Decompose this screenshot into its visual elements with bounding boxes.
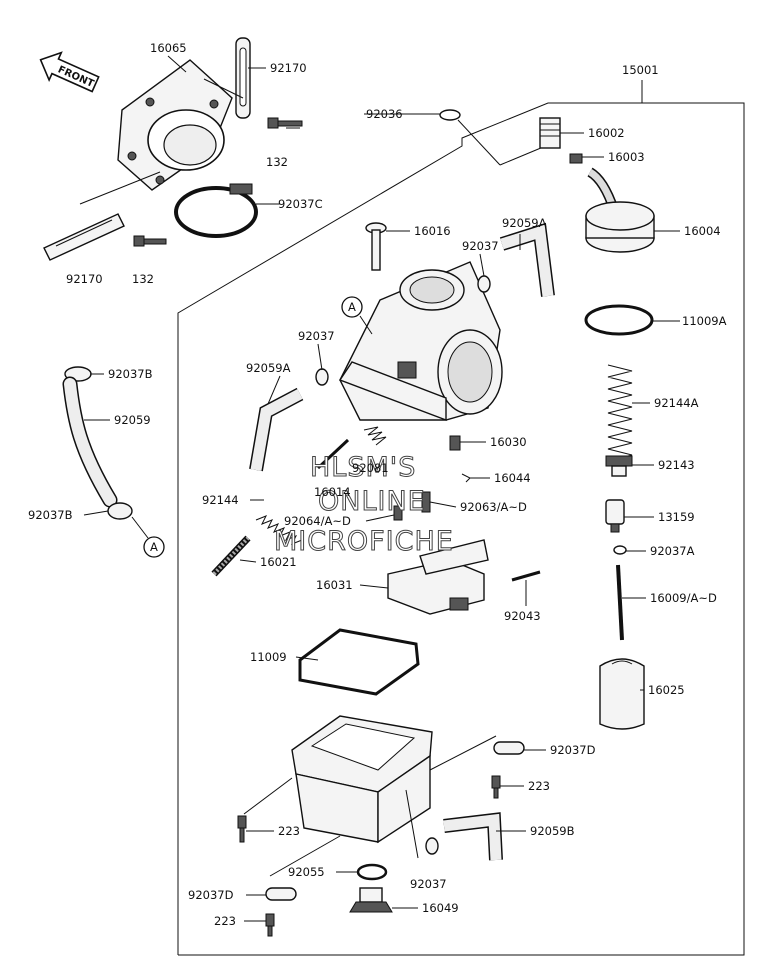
- callout-92037C: 92037C: [278, 197, 323, 211]
- callout-92143: 92143: [658, 458, 695, 472]
- spring-92144: [255, 515, 303, 545]
- connector-mark-A-carb: A: [348, 300, 356, 314]
- callout-16049: 16049: [422, 901, 459, 915]
- pin-16014: [316, 438, 350, 470]
- holder-plate-92170-bottom: [43, 213, 125, 261]
- spring-92081: [363, 426, 387, 446]
- callout-16031: 16031: [316, 578, 353, 592]
- watermark-line-2: ONLINE: [318, 486, 426, 517]
- gasket-11009A: [584, 304, 654, 336]
- callout-92037-mid: 92037: [298, 329, 335, 343]
- callout-16003: 16003: [608, 150, 645, 164]
- air-screw-16016: [365, 222, 387, 271]
- cap-16004: [585, 167, 655, 253]
- needle-jet-13159: [605, 499, 625, 533]
- callout-223-right: 223: [528, 779, 550, 793]
- callout-11009A: 11009A: [682, 314, 727, 328]
- screw-223-left: [237, 815, 247, 843]
- clip-92037-bottom: [425, 837, 439, 855]
- o-ring-92055: [356, 863, 388, 881]
- carburetor-body: [338, 261, 503, 422]
- callout-92059A-top: 92059A: [502, 216, 547, 230]
- screw-16021: [211, 535, 251, 577]
- clip-16044: [461, 473, 471, 483]
- bolt-132-bottom: [133, 235, 167, 247]
- callout-92144A: 92144A: [654, 396, 699, 410]
- callout-132-bottom: 132: [132, 272, 154, 286]
- callout-92037B-top: 92037B: [108, 367, 153, 381]
- callout-16009: 16009/A~D: [650, 591, 717, 605]
- clip-92036: [439, 109, 461, 121]
- pin-92043: [511, 570, 541, 582]
- assembly-frame: [177, 102, 745, 956]
- clip-92037-top: [477, 275, 491, 293]
- watermark-line-3: MICROFICHE: [274, 526, 454, 557]
- plug-92143: [605, 455, 633, 477]
- callout-16004: 16004: [684, 224, 721, 238]
- adjuster-16002: [539, 117, 561, 149]
- bracket-92037D-right: [493, 741, 525, 755]
- callout-13159: 13159: [658, 510, 695, 524]
- float-16031: [387, 539, 489, 615]
- callout-16065: 16065: [150, 41, 187, 55]
- callout-92037-bottom: 92037: [410, 877, 447, 891]
- bolt-132-top: [267, 117, 303, 129]
- watermark-line-1: HLSM'S: [310, 452, 416, 483]
- callout-92064: 92064/A~D: [284, 514, 351, 528]
- callout-92055: 92055: [288, 865, 325, 879]
- leader-lines: [83, 55, 680, 922]
- needle-16009: [616, 564, 624, 641]
- callout-92063: 92063/A~D: [460, 500, 527, 514]
- carburetor-holder-16065: [117, 59, 233, 191]
- callout-92037-top: 92037: [462, 239, 499, 253]
- clamp-92037B-bottom: [107, 502, 133, 520]
- jet-92064: [393, 505, 403, 521]
- holder-plate-92170-top: [235, 37, 251, 119]
- callout-16025: 16025: [648, 683, 685, 697]
- callout-92059B: 92059B: [530, 824, 575, 838]
- nut-16003: [569, 153, 583, 164]
- callout-92036: 92036: [366, 107, 403, 121]
- callout-92059A-left: 92059A: [246, 361, 291, 375]
- callout-92170-top: 92170: [270, 61, 307, 75]
- callout-92037D-right: 92037D: [550, 743, 596, 757]
- screw-223-right: [491, 775, 501, 799]
- callout-132-top: 132: [266, 155, 288, 169]
- callout-223-left: 223: [278, 824, 300, 838]
- callout-92037B-bottom: 92037B: [28, 508, 73, 522]
- callout-92170-bottom: 92170: [66, 272, 103, 286]
- callout-15001: 15001: [622, 63, 659, 77]
- callout-16014: 16014: [314, 485, 351, 499]
- callout-92059: 92059: [114, 413, 151, 427]
- callout-16030: 16030: [490, 435, 527, 449]
- callout-92037D-left: 92037D: [188, 888, 234, 902]
- gasket-11009: [298, 628, 420, 696]
- callout-11009: 11009: [250, 650, 287, 664]
- callout-92144: 92144: [202, 493, 239, 507]
- front-arrow: FRONT: [39, 51, 100, 93]
- screw-223-bottom: [265, 913, 275, 937]
- clamp-92037C: [174, 183, 258, 238]
- clip-92037-mid: [315, 368, 329, 386]
- connector-mark-A-left: A: [150, 540, 158, 554]
- callout-92043: 92043: [504, 609, 541, 623]
- callout-16002: 16002: [588, 126, 625, 140]
- clip-92037A: [613, 545, 627, 555]
- callout-223-bottom: 223: [214, 914, 236, 928]
- spring-92144A: [607, 364, 633, 462]
- callout-16016: 16016: [414, 224, 451, 238]
- callout-92037A: 92037A: [650, 544, 695, 558]
- callout-16021: 16021: [260, 555, 297, 569]
- drain-plug-16049: [349, 887, 393, 913]
- callout-92081: 92081: [352, 461, 389, 475]
- bracket-92037D-left: [265, 887, 297, 901]
- callout-16044: 16044: [494, 471, 531, 485]
- jet-16030: [449, 435, 461, 451]
- float-chamber: [291, 715, 433, 844]
- throttle-valve-16025: [599, 658, 645, 730]
